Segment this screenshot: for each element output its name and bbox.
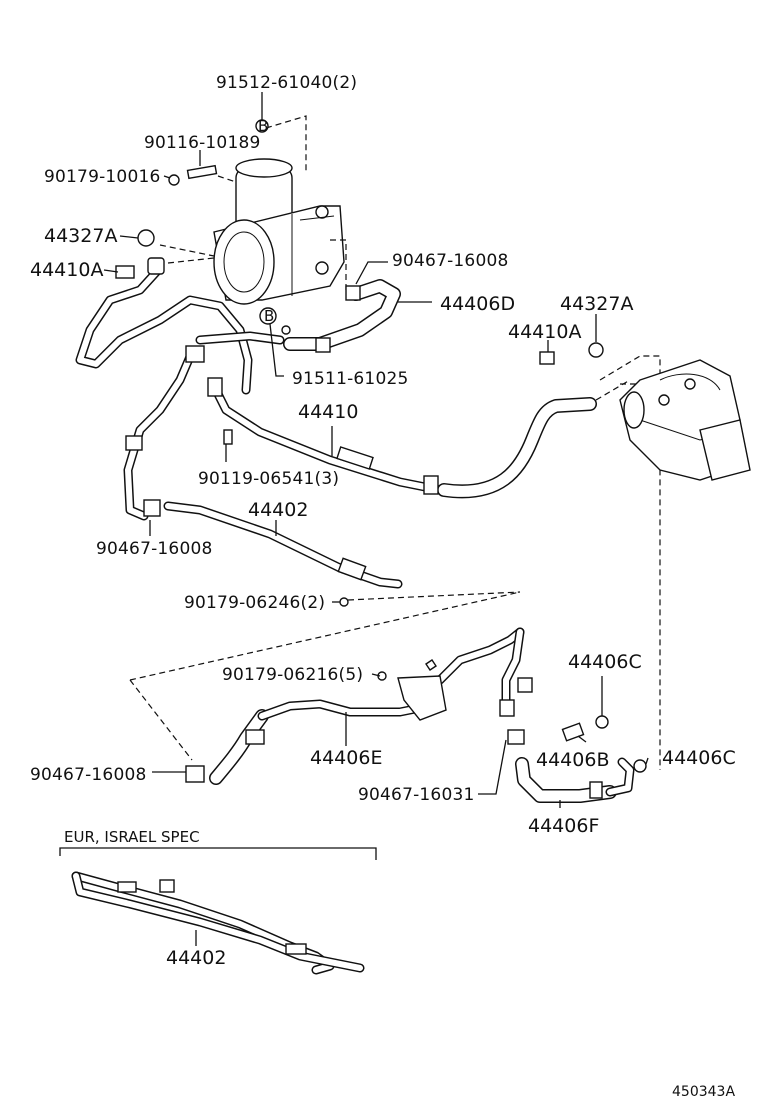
dashed-guides	[129, 115, 661, 770]
label-44402-lower: 44402	[166, 947, 226, 969]
label-90467-16031: 90467-16031	[358, 785, 475, 805]
leader-lines	[103, 92, 649, 946]
pipe-44406E	[209, 627, 533, 785]
label-44406C-lower: 44406C	[662, 747, 736, 769]
return-hose-44406D	[283, 279, 401, 353]
label-44410A-left: 44410A	[30, 259, 103, 281]
label-44406C-upper: 44406C	[568, 651, 642, 673]
cooler-pipe-44402-upper	[163, 501, 403, 607]
power-steering-pump	[213, 158, 345, 305]
label-90179-06246: 90179-06246(2)	[184, 593, 325, 613]
label-44410: 44410	[298, 401, 358, 423]
label-91511-61025: 91511-61025	[292, 369, 409, 389]
hose-44406F	[507, 729, 635, 803]
label-44410A-right: 44410A	[508, 321, 581, 343]
b-marker-icon: B	[258, 117, 268, 135]
label-44406D: 44406D	[440, 293, 515, 315]
label-44327A-right: 44327A	[560, 293, 633, 315]
label-90467-16008-low: 90467-16008	[30, 765, 147, 785]
b-marker-icon: B	[264, 307, 274, 325]
label-44406F: 44406F	[528, 815, 599, 837]
label-44406B: 44406B	[536, 749, 609, 771]
pressure-pipe-44410	[207, 377, 597, 499]
b-markers: B B	[258, 117, 274, 325]
label-91512-61040: 91512-61040(2)	[216, 73, 357, 93]
label-90119-06541: 90119-06541(3)	[198, 469, 339, 489]
return-line-upper	[75, 263, 285, 521]
part-number-labels: 91512-61040(2) 90116-10189 90179-10016 4…	[30, 73, 736, 1100]
label-spec: EUR, ISRAEL SPEC	[64, 828, 200, 846]
label-44402-upper: 44402	[248, 499, 308, 521]
label-44406E: 44406E	[310, 747, 382, 769]
cooler-pipe-44402-lower	[71, 871, 365, 975]
steering-gear-housing	[619, 359, 751, 481]
spec-box-bracket	[59, 847, 377, 860]
small-parts	[115, 119, 647, 783]
label-90467-16008-top: 90467-16008	[392, 251, 509, 271]
label-90179-10016: 90179-10016	[44, 167, 161, 187]
label-44327A-left: 44327A	[44, 225, 117, 247]
label-90116-10189: 90116-10189	[144, 133, 261, 153]
label-90467-16008-mid: 90467-16008	[96, 539, 213, 559]
diagram-reference-number: 450343A	[672, 1084, 735, 1100]
label-90179-06216: 90179-06216(5)	[222, 665, 363, 685]
